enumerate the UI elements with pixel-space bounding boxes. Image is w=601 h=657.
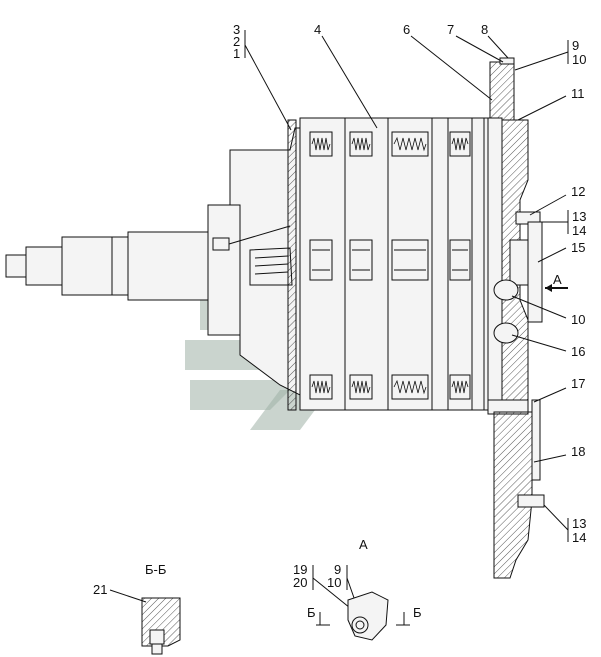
spring-row-bottom: [309, 374, 471, 400]
section-mark-right: Б: [413, 605, 422, 620]
callout-10-view-a: 10: [327, 575, 341, 590]
callout-17: 17: [571, 376, 585, 391]
callout-9: 9: [572, 38, 579, 53]
callout-13-top: 13: [572, 209, 586, 224]
leader-lines: [244, 30, 569, 542]
spring-row-middle: [309, 239, 471, 281]
callout-10-middle: 10: [571, 312, 585, 327]
section-bb-detail: [109, 589, 181, 655]
view-a-arrow-label: А: [553, 272, 562, 287]
callout-11: 11: [571, 86, 585, 101]
callout-20: 20: [293, 575, 307, 590]
callout-4: 4: [314, 22, 321, 37]
callout-8: 8: [481, 22, 488, 37]
input-shaft: [5, 231, 211, 301]
callout-3: 3: [233, 22, 240, 37]
callout-7: 7: [447, 22, 454, 37]
flange-cover: [487, 57, 545, 579]
callout-16: 16: [571, 344, 585, 359]
callout-10-top: 10: [572, 52, 586, 67]
callout-19: 19: [293, 562, 307, 577]
callout-14-top: 14: [572, 223, 586, 238]
view-a-detail: [312, 565, 410, 641]
callout-6: 6: [403, 22, 410, 37]
callout-13-bottom: 13: [572, 516, 586, 531]
section-mark-left: Б: [307, 605, 316, 620]
callout-1: 1: [233, 46, 240, 61]
callout-18: 18: [571, 444, 585, 459]
callout-12: 12: [571, 184, 585, 199]
section-bb-title: Б-Б: [145, 562, 166, 577]
view-a-title: А: [359, 537, 368, 552]
callout-14-bottom: 14: [572, 530, 586, 545]
callout-9-view-a: 9: [334, 562, 341, 577]
callout-15: 15: [571, 240, 585, 255]
spring-row-top: [309, 131, 471, 157]
callout-2: 2: [233, 34, 240, 49]
callout-21: 21: [93, 582, 107, 597]
